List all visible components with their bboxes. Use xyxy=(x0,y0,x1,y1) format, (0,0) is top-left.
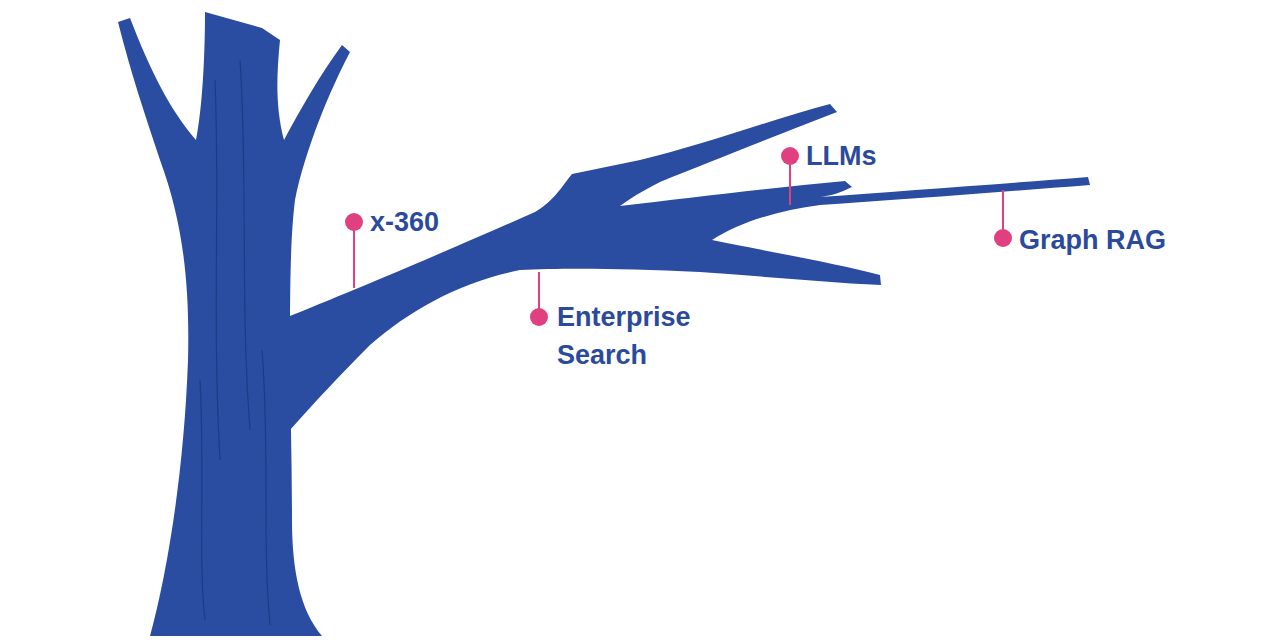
leader-line xyxy=(353,222,355,288)
pin-dot xyxy=(994,229,1012,247)
tree-branch xyxy=(285,104,1090,430)
pin-label: LLMs xyxy=(806,139,1006,173)
pin-label: x-360 xyxy=(370,205,570,239)
pin-dot xyxy=(781,147,799,165)
pin-dot xyxy=(530,308,548,326)
bark-texture xyxy=(200,60,270,625)
pin-dot xyxy=(345,213,363,231)
pin-markers xyxy=(345,147,1012,326)
pin-label: Graph RAG xyxy=(1019,223,1269,257)
pin-label: Enterprise Search xyxy=(557,298,727,374)
